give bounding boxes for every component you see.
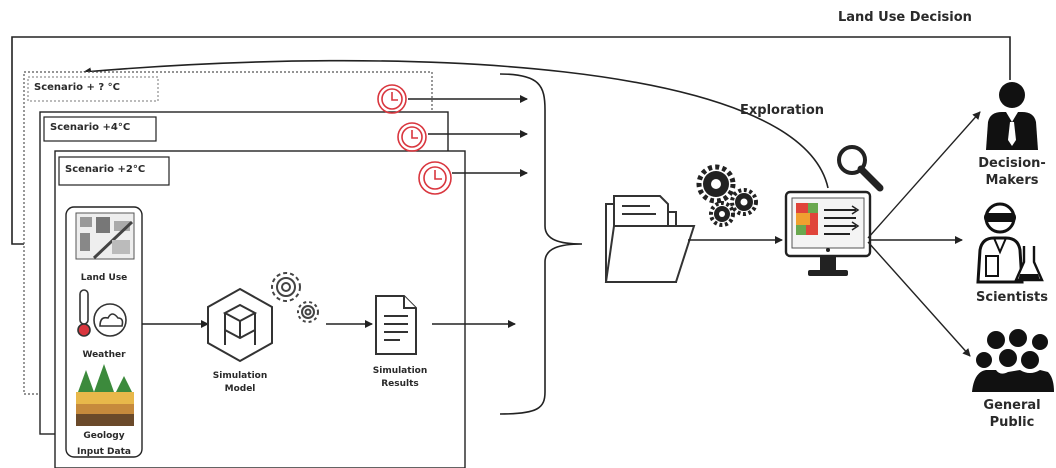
gear-icon — [696, 164, 736, 204]
general-public-label-line1: General — [983, 398, 1041, 413]
folder-icon — [604, 195, 696, 283]
computer-icon — [784, 190, 872, 276]
scientists-label: Scientists — [976, 290, 1048, 305]
simulation-model-icon — [207, 287, 273, 363]
geology-label: Geology — [83, 431, 125, 441]
input-data-label: Input Data — [77, 447, 131, 457]
gear-icon — [730, 188, 758, 216]
geology-icon — [76, 364, 134, 426]
simulation-results-label-line1: Simulation — [372, 366, 428, 376]
scenario-label-4c: Scenario +4°C — [48, 122, 133, 133]
decision-makers-label-line2: Makers — [985, 173, 1039, 188]
weather-label: Weather — [82, 350, 126, 360]
weather-icon — [77, 289, 127, 337]
clock-icon — [377, 84, 407, 114]
exploration-arrow — [83, 59, 829, 189]
simulation-results-label-line2: Results — [381, 379, 419, 389]
simulation-model-label-line2: Model — [224, 384, 256, 394]
general-public-icon — [972, 329, 1054, 392]
general-public-label-line2: Public — [989, 415, 1035, 430]
decision-makers-label-line1: Decision- — [978, 156, 1046, 171]
gear-icon — [271, 272, 301, 302]
magnifier-icon — [837, 145, 884, 192]
land-use-decision-label: Land Use Decision — [838, 10, 972, 25]
scenario-label-unknown: Scenario + ? °C — [32, 82, 122, 93]
gear-icon — [709, 201, 735, 227]
exploration-label: Exploration — [740, 103, 824, 118]
land-use-label: Land Use — [80, 273, 128, 283]
land-use-icon — [75, 212, 135, 260]
gear-icon — [297, 301, 319, 323]
arrow-to-decision-makers — [867, 111, 981, 239]
simulation-model-label-line1: Simulation — [212, 371, 268, 381]
document-icon — [375, 295, 417, 355]
arrow-to-general-public — [867, 241, 971, 357]
scenario-bracket — [499, 73, 583, 415]
decision-maker-icon — [986, 82, 1038, 150]
clock-icon — [397, 122, 427, 152]
scenario-label-2c: Scenario +2°C — [63, 164, 148, 175]
clock-icon — [418, 161, 452, 195]
scientist-icon — [976, 202, 1044, 284]
